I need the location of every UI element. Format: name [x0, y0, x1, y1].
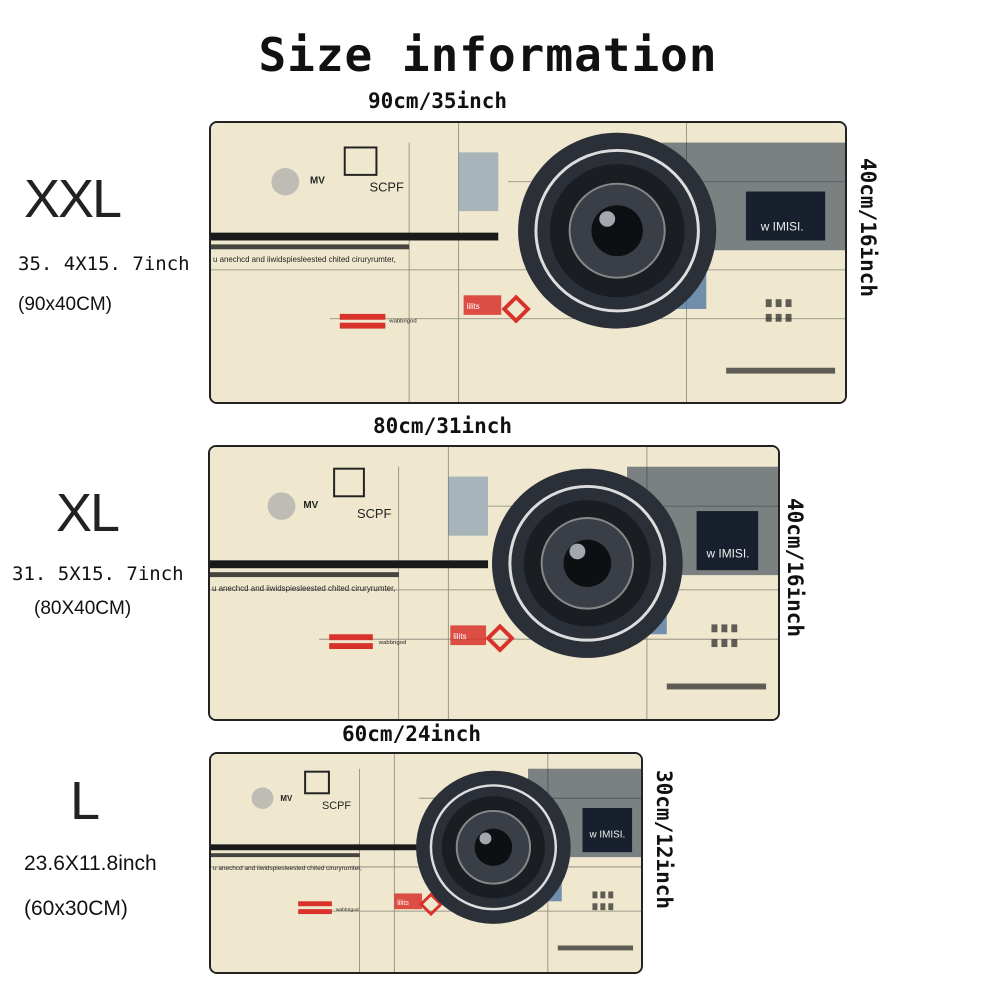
xl-height-label: 40cm/16inch	[783, 498, 807, 638]
l-tag-text: lilits	[397, 900, 409, 907]
page-title: Size information	[258, 28, 718, 82]
xxl-width-label: 90cm/35inch	[368, 89, 508, 113]
l-logo-text: SCPF	[322, 800, 351, 812]
xl-caption: u anechcd and iiwidspiesleested chited c…	[212, 584, 396, 593]
xxl-size-label: XXL	[24, 169, 122, 229]
l-size-label: L	[70, 771, 100, 831]
l-caption: u anechcd and iiwidspiesleested chited c…	[213, 865, 362, 872]
l-mousepad-image: MV SCPF w IMISI. u anechcd and iiwidspie…	[209, 752, 643, 974]
xxl-mousepad-image: MV SCPF w IMISI. u anechcd and iiwidspie…	[209, 121, 847, 404]
l-small-caption: wabbrigod	[336, 907, 359, 913]
xxl-badge-text: MV	[310, 176, 325, 187]
xxl-logo-text: SCPF	[370, 180, 405, 195]
xl-cm-dimensions: (80X40CM)	[34, 598, 132, 619]
xxl-caption: u anechcd and iiwidspiesleested chited c…	[213, 255, 396, 264]
l-width-label: 60cm/24inch	[342, 722, 482, 746]
xxl-side-text: w IMISI.	[760, 220, 804, 234]
l-inch-dimensions: 23.6X11.8inch	[24, 852, 157, 875]
xl-side-text: w IMISI.	[705, 546, 749, 560]
xl-width-label: 80cm/31inch	[373, 414, 513, 438]
xl-inch-dimensions: 31. 5X15. 7inch	[12, 563, 184, 585]
xl-badge-text: MV	[303, 500, 318, 511]
xl-logo-text: SCPF	[357, 506, 392, 521]
l-badge-text: MV	[280, 794, 293, 803]
xl-tag-text: lilits	[453, 632, 466, 641]
xxl-inch-dimensions: 35. 4X15. 7inch	[18, 253, 190, 275]
l-cm-dimensions: (60x30CM)	[24, 897, 128, 920]
xl-mousepad-image: MV SCPF w IMISI. u anechcd and iiwidspie…	[208, 445, 780, 721]
xxl-height-label: 40cm/16inch	[856, 158, 880, 298]
xxl-cm-dimensions: (90x40CM)	[18, 294, 112, 315]
xl-small-caption: wabbrigod	[378, 640, 406, 646]
xxl-small-caption: wabbrigod	[388, 319, 416, 325]
xl-size-label: XL	[56, 483, 120, 543]
l-height-label: 30cm/12inch	[652, 770, 676, 910]
l-side-text: w IMISI.	[588, 830, 625, 841]
xxl-tag-text: lilits	[467, 302, 480, 311]
